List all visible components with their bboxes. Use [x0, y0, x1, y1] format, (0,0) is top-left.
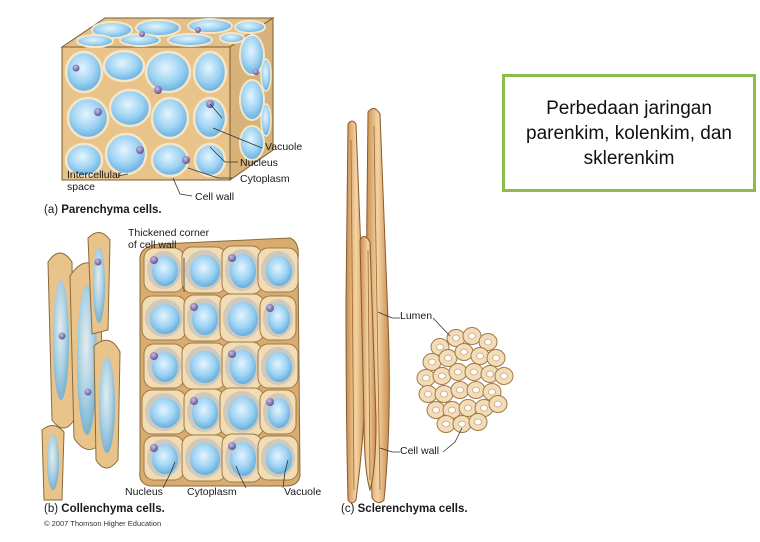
- sclerenchyma-caption: (c) Sclerenchyma cells.: [341, 503, 468, 515]
- lumen-label: Lumen: [400, 310, 432, 322]
- sclerenchyma-cell: [465, 364, 483, 381]
- intercellular-label-line1: Intercellular: [67, 169, 121, 181]
- sclerenchyma-cell: [469, 414, 487, 431]
- collenchyma-cell: [260, 390, 296, 434]
- sclerenchyma-cell: [449, 364, 467, 381]
- sclerenchyma-cell: [489, 396, 507, 413]
- parenchyma-caption: (a) Parenchyma cells.: [44, 204, 162, 216]
- sclerenchyma-cell-wall-label: Cell wall: [400, 445, 439, 457]
- parenchyma-caption-name: Parenchyma cells.: [61, 204, 161, 216]
- collenchyma-cell: [182, 343, 226, 389]
- sclerenchyma-caption-letter: (c): [341, 503, 354, 515]
- collenchyma-vacuole-label: Vacuole: [284, 486, 321, 498]
- sclerenchyma-cell: [467, 382, 485, 399]
- thickened-corner-label-line1: Thickened corner: [128, 227, 209, 239]
- sclerenchyma-cell: [495, 368, 513, 385]
- collenchyma-cell: [184, 389, 224, 435]
- collenchyma-longitudinal: [42, 232, 120, 500]
- sclerenchyma-cell: [463, 328, 481, 345]
- parenchyma-nucleus-label: Nucleus: [240, 157, 278, 169]
- collenchyma-cell: [258, 436, 298, 480]
- intercellular-label-line2: space: [67, 181, 95, 193]
- collenchyma-cell: [182, 435, 226, 481]
- collenchyma-cell: [222, 434, 262, 482]
- sclerenchyma-cell: [487, 350, 505, 367]
- sclerenchyma-cell: [419, 386, 437, 403]
- collenchyma-cross-section: [140, 238, 300, 488]
- sclerenchyma-cell: [453, 416, 471, 433]
- sclerenchyma-cell: [417, 370, 435, 387]
- collenchyma-cell: [144, 436, 184, 480]
- collenchyma-caption: (b) Collenchyma cells.: [44, 503, 165, 515]
- collenchyma-cell: [144, 344, 184, 388]
- collenchyma-cell: [142, 390, 186, 434]
- collenchyma-cell: [260, 296, 296, 340]
- parenchyma-top-cells: [77, 19, 265, 47]
- collenchyma-caption-letter: (b): [44, 503, 58, 515]
- collenchyma-cell: [182, 247, 226, 293]
- collenchyma-cell: [184, 295, 224, 341]
- parenchyma-caption-letter: (a): [44, 204, 58, 216]
- collenchyma-cell: [144, 248, 184, 292]
- collenchyma-cell: [220, 294, 264, 342]
- sclerenchyma-cell: [471, 348, 489, 365]
- title-text: Perbedaan jaringan parenkim, kolenkim, d…: [524, 96, 734, 171]
- sclerenchyma-cell: [437, 416, 455, 433]
- collenchyma-cell: [142, 296, 186, 340]
- collenchyma-cell: [258, 248, 298, 292]
- copyright-text: © 2007 Thomson Higher Education: [44, 519, 161, 528]
- collenchyma-cytoplasm-label: Cytoplasm: [187, 486, 237, 498]
- sclerenchyma-cell: [451, 382, 469, 399]
- parenchyma-vacuole-label: Vacuole: [265, 141, 302, 153]
- parenchyma-front-cells: [66, 51, 226, 176]
- sclerenchyma-cell: [433, 368, 451, 385]
- title-box: Perbedaan jaringan parenkim, kolenkim, d…: [502, 74, 756, 192]
- parenchyma-cytoplasm-label: Cytoplasm: [240, 173, 290, 185]
- sclerenchyma-fibers: [346, 108, 400, 503]
- collenchyma-nucleus-label: Nucleus: [125, 486, 163, 498]
- collenchyma-cell: [258, 344, 298, 388]
- thickened-corner-label-line2: of cell wall: [128, 239, 176, 251]
- sclerenchyma-cell: [435, 386, 453, 403]
- sclerenchyma-cell: [455, 344, 473, 361]
- collenchyma-cell: [220, 388, 264, 436]
- collenchyma-cell: [222, 246, 262, 294]
- parenchyma-cell-wall-label: Cell wall: [195, 191, 234, 203]
- sclerenchyma-cross-section: [417, 318, 513, 452]
- collenchyma-caption-name: Collenchyma cells.: [61, 503, 165, 515]
- sclerenchyma-caption-name: Sclerenchyma cells.: [358, 503, 468, 515]
- collenchyma-cell: [222, 342, 262, 390]
